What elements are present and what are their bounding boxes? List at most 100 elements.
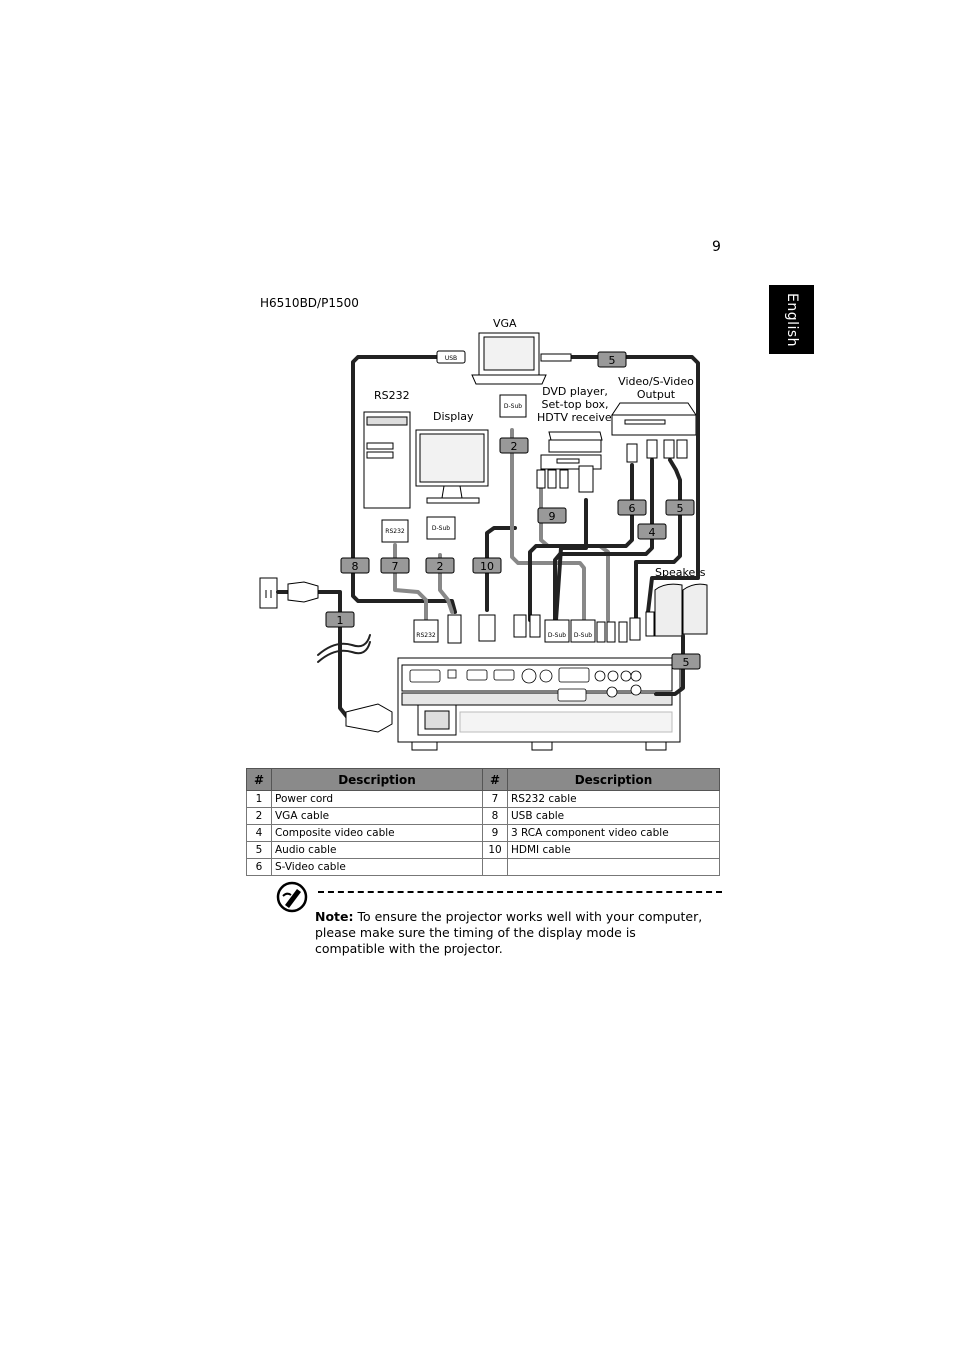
svg-text:6: 6: [629, 502, 636, 515]
callout-badge: 1: [325, 611, 355, 628]
cell: Power cord: [271, 790, 483, 808]
note-divider: [318, 891, 722, 893]
cell: 6: [246, 858, 272, 876]
svg-text:2: 2: [437, 560, 444, 573]
projector-ports: [409, 667, 642, 702]
table-header-row: # Description # Description: [246, 768, 720, 791]
svg-text:9: 9: [549, 510, 556, 523]
hdmi-connector: [478, 614, 496, 642]
cell: S-Video cable: [271, 858, 483, 876]
model-title: H6510BD/P1500: [260, 296, 359, 310]
cell: USB cable: [507, 807, 720, 825]
cable-audio-laptop: [569, 355, 700, 614]
callout-badge: 2: [425, 557, 455, 574]
cell: [482, 858, 508, 876]
dsub-connector-2: [570, 619, 596, 643]
rs232-text-1: RS232: [385, 528, 405, 535]
label-rs232: RS232: [374, 389, 410, 402]
language-tab: English: [769, 285, 814, 354]
callout-badge: 5: [671, 653, 701, 670]
cell: 5: [246, 841, 272, 859]
rs232-connector-pc: [381, 519, 409, 543]
cell: VGA cable: [271, 807, 483, 825]
usb-connector-projector: [447, 614, 462, 644]
callout-badge: 9: [537, 507, 567, 524]
label-video: Video/S-Video: [618, 375, 694, 388]
note-body: To ensure the projector works well with …: [315, 909, 703, 956]
rs232-connector-projector: [413, 619, 439, 643]
note-text: Note: To ensure the projector works well…: [315, 909, 705, 957]
cable-svideo: [528, 463, 634, 622]
table-row: 2 VGA cable 8 USB cable: [246, 807, 720, 825]
dsub-text-2: D-Sub: [432, 525, 450, 532]
svg-text:7: 7: [392, 560, 399, 573]
col-header: #: [246, 768, 272, 791]
callout-badge: 10: [472, 557, 502, 574]
laptop-icon: [471, 332, 547, 385]
col-header: #: [482, 768, 508, 791]
language-tab-label: English: [783, 292, 800, 347]
cell: RS232 cable: [507, 790, 720, 808]
callout-badge: 7: [380, 557, 410, 574]
cell: Composite video cable: [271, 824, 483, 842]
dsub-text-1: D-Sub: [504, 403, 522, 410]
dsub-connector-laptop: [499, 394, 527, 418]
monitor-icon: [415, 429, 489, 504]
video-source-icon: [611, 402, 697, 436]
svg-text:5: 5: [683, 656, 690, 669]
connection-diagram: USB D-Sub RS232 D-Sub RS232 D-Sub D-Sub …: [259, 332, 708, 751]
col-header: Description: [271, 768, 483, 791]
note-icon: [276, 881, 308, 913]
svg-text:2: 2: [511, 440, 518, 453]
cell: Audio cable: [271, 841, 483, 859]
page-number: 9: [712, 239, 721, 255]
svg-text:8: 8: [352, 560, 359, 573]
power-plug-projector: [345, 703, 393, 733]
label-hdtv: HDTV receiver: [537, 411, 617, 424]
svg-text:10: 10: [480, 560, 494, 573]
label-vga: VGA: [493, 317, 517, 330]
cell: 10: [482, 841, 508, 859]
callout-badge: 5: [665, 499, 695, 516]
callout-badge: 6: [617, 499, 647, 516]
label-dvd: DVD player,: [542, 385, 608, 398]
cell: 4: [246, 824, 272, 842]
table-row: 1 Power cord 7 RS232 cable: [246, 790, 720, 808]
computer-tower-icon: [363, 411, 411, 509]
cell: [507, 858, 720, 876]
callout-badge: 4: [637, 523, 667, 540]
label-speakers: Speakers: [655, 566, 706, 579]
note-label: Note:: [315, 909, 354, 924]
col-header: Description: [507, 768, 720, 791]
cable-vga-laptop: [510, 428, 586, 622]
cell: 7: [482, 790, 508, 808]
cell: 1: [246, 790, 272, 808]
table-row: 5 Audio cable 10 HDMI cable: [246, 841, 720, 859]
callout-badge: 8: [340, 557, 370, 574]
connectors: [287, 350, 688, 733]
cable-audio-source: [634, 458, 682, 622]
callout-badge: 5: [597, 351, 627, 368]
cell: 8: [482, 807, 508, 825]
svg-text:1: 1: [337, 614, 344, 627]
cell: 3 RCA component video cable: [507, 824, 720, 842]
cable-usb: [351, 355, 457, 614]
speakers-icon: [654, 583, 708, 637]
table-row: 6 S-Video cable: [246, 858, 720, 876]
usb-connector: [436, 350, 466, 364]
callouts: 1 2 2 4 5 5 6 7 8 9 10 5: [325, 351, 701, 670]
cell: 2: [246, 807, 272, 825]
dsub-connector-1: [544, 619, 570, 643]
label-settop: Set-top box,: [541, 398, 609, 411]
rs232-text-2: RS232: [416, 632, 436, 639]
svg-text:4: 4: [649, 526, 656, 539]
svg-text:5: 5: [677, 502, 684, 515]
label-video-output: Output: [636, 388, 676, 401]
dvd-player-icon: [540, 431, 603, 470]
wall-outlet-icon: [259, 577, 278, 609]
table-row: 4 Composite video cable 9 3 RCA componen…: [246, 824, 720, 842]
cell: 9: [482, 824, 508, 842]
dsub-connector-display: [426, 516, 456, 540]
callout-badge: 2: [499, 437, 529, 454]
dsub-text-3: D-Sub: [548, 632, 566, 639]
